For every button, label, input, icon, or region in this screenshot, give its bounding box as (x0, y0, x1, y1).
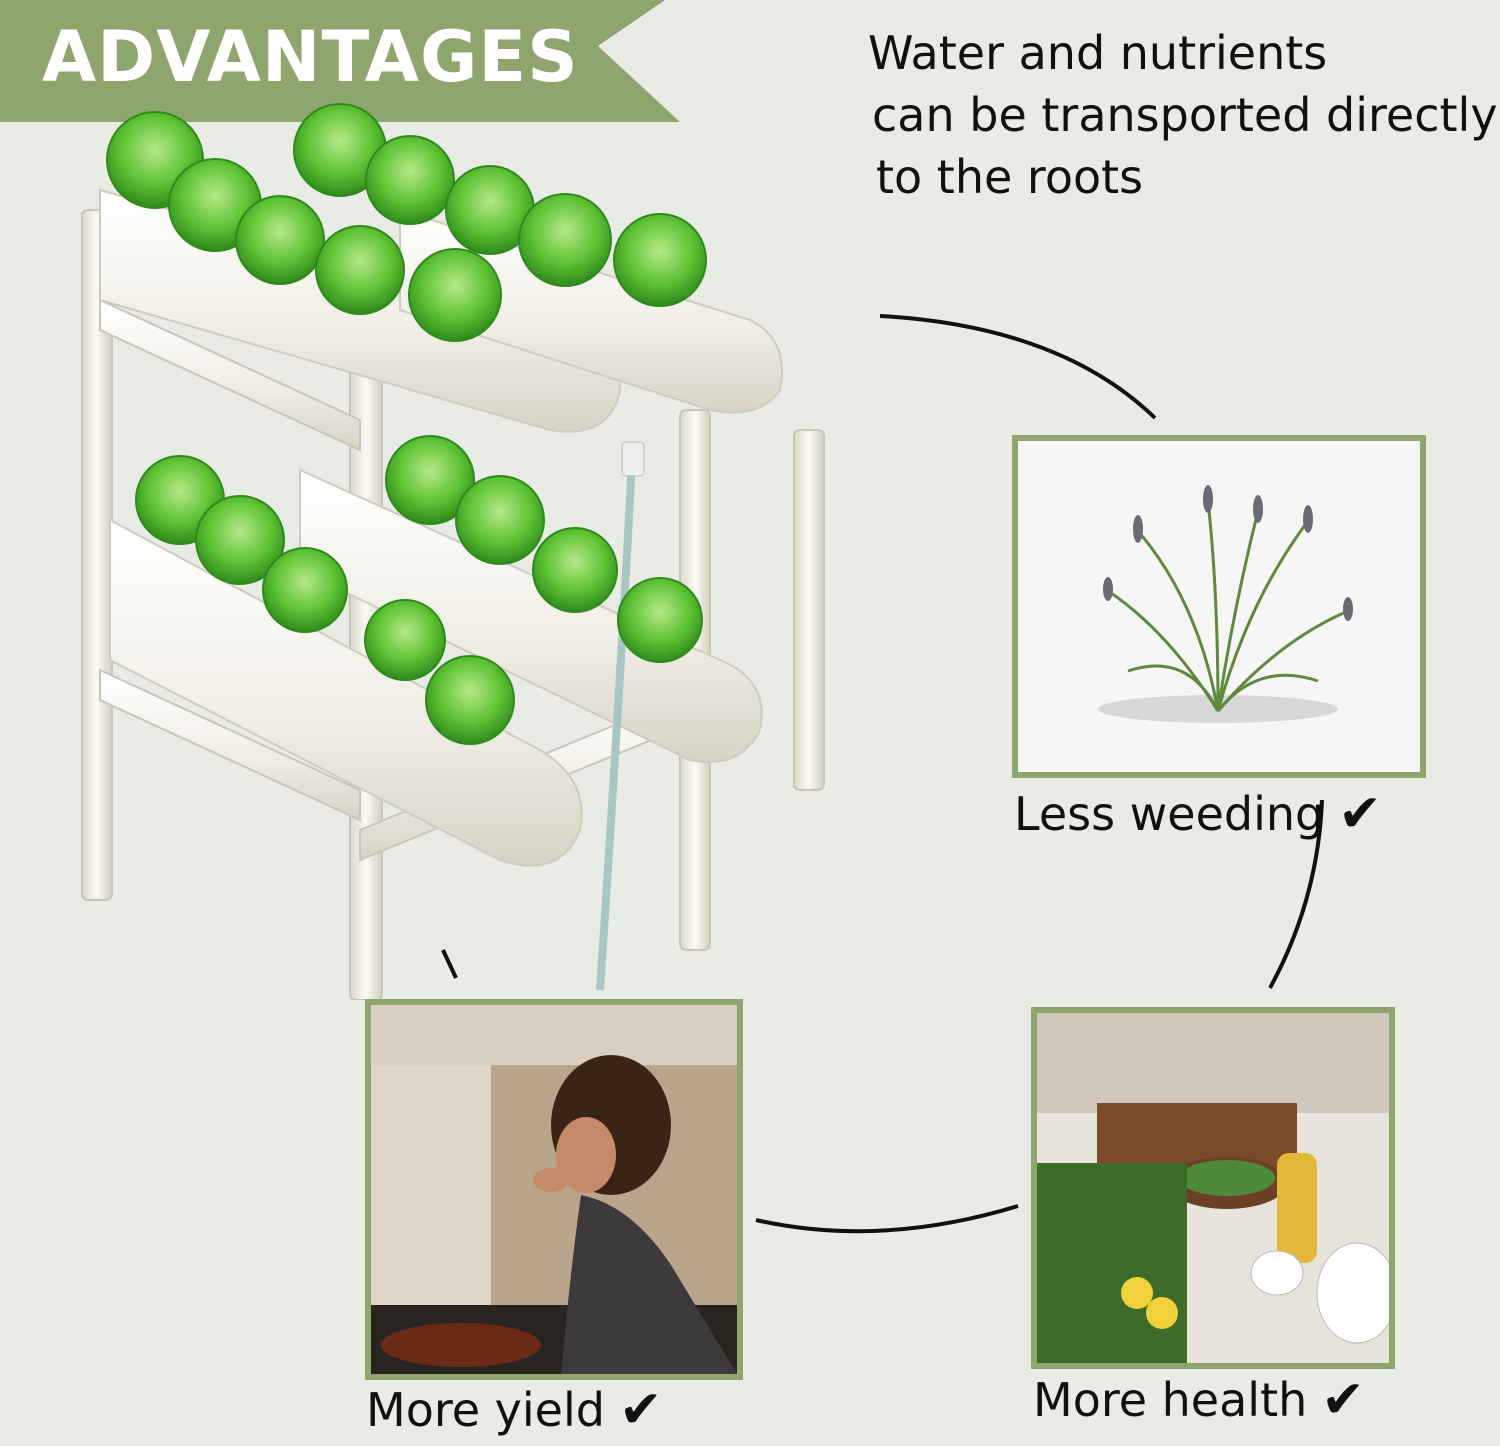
intro-line-2: can be transported directly (872, 88, 1498, 142)
less-weeding-label: Less weeding (1014, 787, 1325, 841)
less-weeding-photo (1012, 435, 1426, 778)
more-yield-label: More yield (366, 1383, 605, 1437)
vegetables-cooking-icon (1037, 1013, 1389, 1363)
less-weeding-caption: Less weeding ✔ (1014, 786, 1382, 842)
banner-title: ADVANTAGES (42, 16, 579, 98)
checkmark-icon: ✔ (1321, 1370, 1365, 1430)
intro-text: Water and nutrients can be transported d… (868, 22, 1498, 208)
intro-line-3: to the roots (876, 150, 1144, 204)
checkmark-icon: ✔ (618, 1380, 663, 1440)
grass-tuft-icon (1018, 441, 1420, 772)
checkmark-icon: ✔ (1338, 784, 1382, 844)
more-health-photo (1031, 1007, 1395, 1369)
more-yield-photo (365, 999, 743, 1380)
woman-tasting-food-icon (371, 1005, 737, 1374)
banner-ribbon (0, 0, 680, 122)
more-health-label: More health (1033, 1373, 1308, 1427)
more-yield-caption: More yield ✔ (366, 1382, 663, 1438)
more-health-caption: More health ✔ (1033, 1372, 1365, 1428)
intro-line-1: Water and nutrients (868, 26, 1328, 80)
hydroponic-rack-illustration (60, 90, 860, 1001)
advantages-banner: ADVANTAGES (0, 0, 680, 122)
